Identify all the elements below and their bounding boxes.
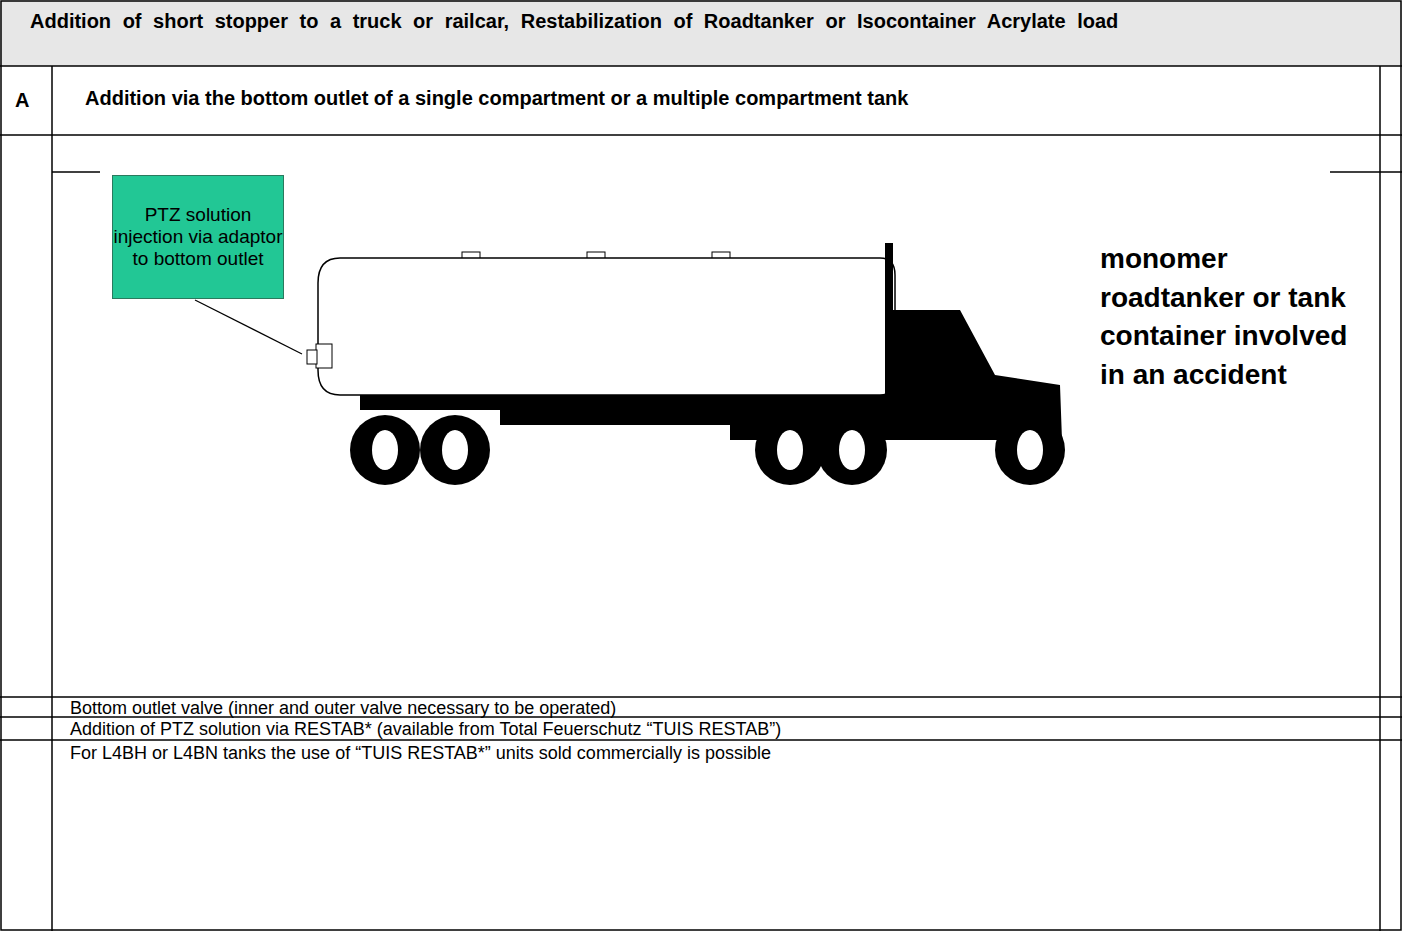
callout-box: PTZ solution injection via adaptor to bo… xyxy=(112,175,284,299)
callout-note: monomer roadtanker or tank container inv… xyxy=(1100,240,1380,395)
box-text: PTZ solution injection via adaptor to bo… xyxy=(113,204,283,270)
table-cell: Bottom outlet valve (inner and outer val… xyxy=(70,698,1370,720)
title: Addition of short stopper to a truck or … xyxy=(30,8,1260,35)
table-cell: Addition of PTZ solution via RESTAB* (av… xyxy=(70,719,1370,741)
table-cell: For L4BH or L4BN tanks the use of “TUIS … xyxy=(70,743,1370,765)
row-heading: Addition via the bottom outlet of a sing… xyxy=(85,86,1335,110)
leader-line xyxy=(195,300,302,354)
header-band xyxy=(0,0,1402,66)
truck-drawing xyxy=(195,243,1065,485)
row-letter: A xyxy=(15,88,45,112)
